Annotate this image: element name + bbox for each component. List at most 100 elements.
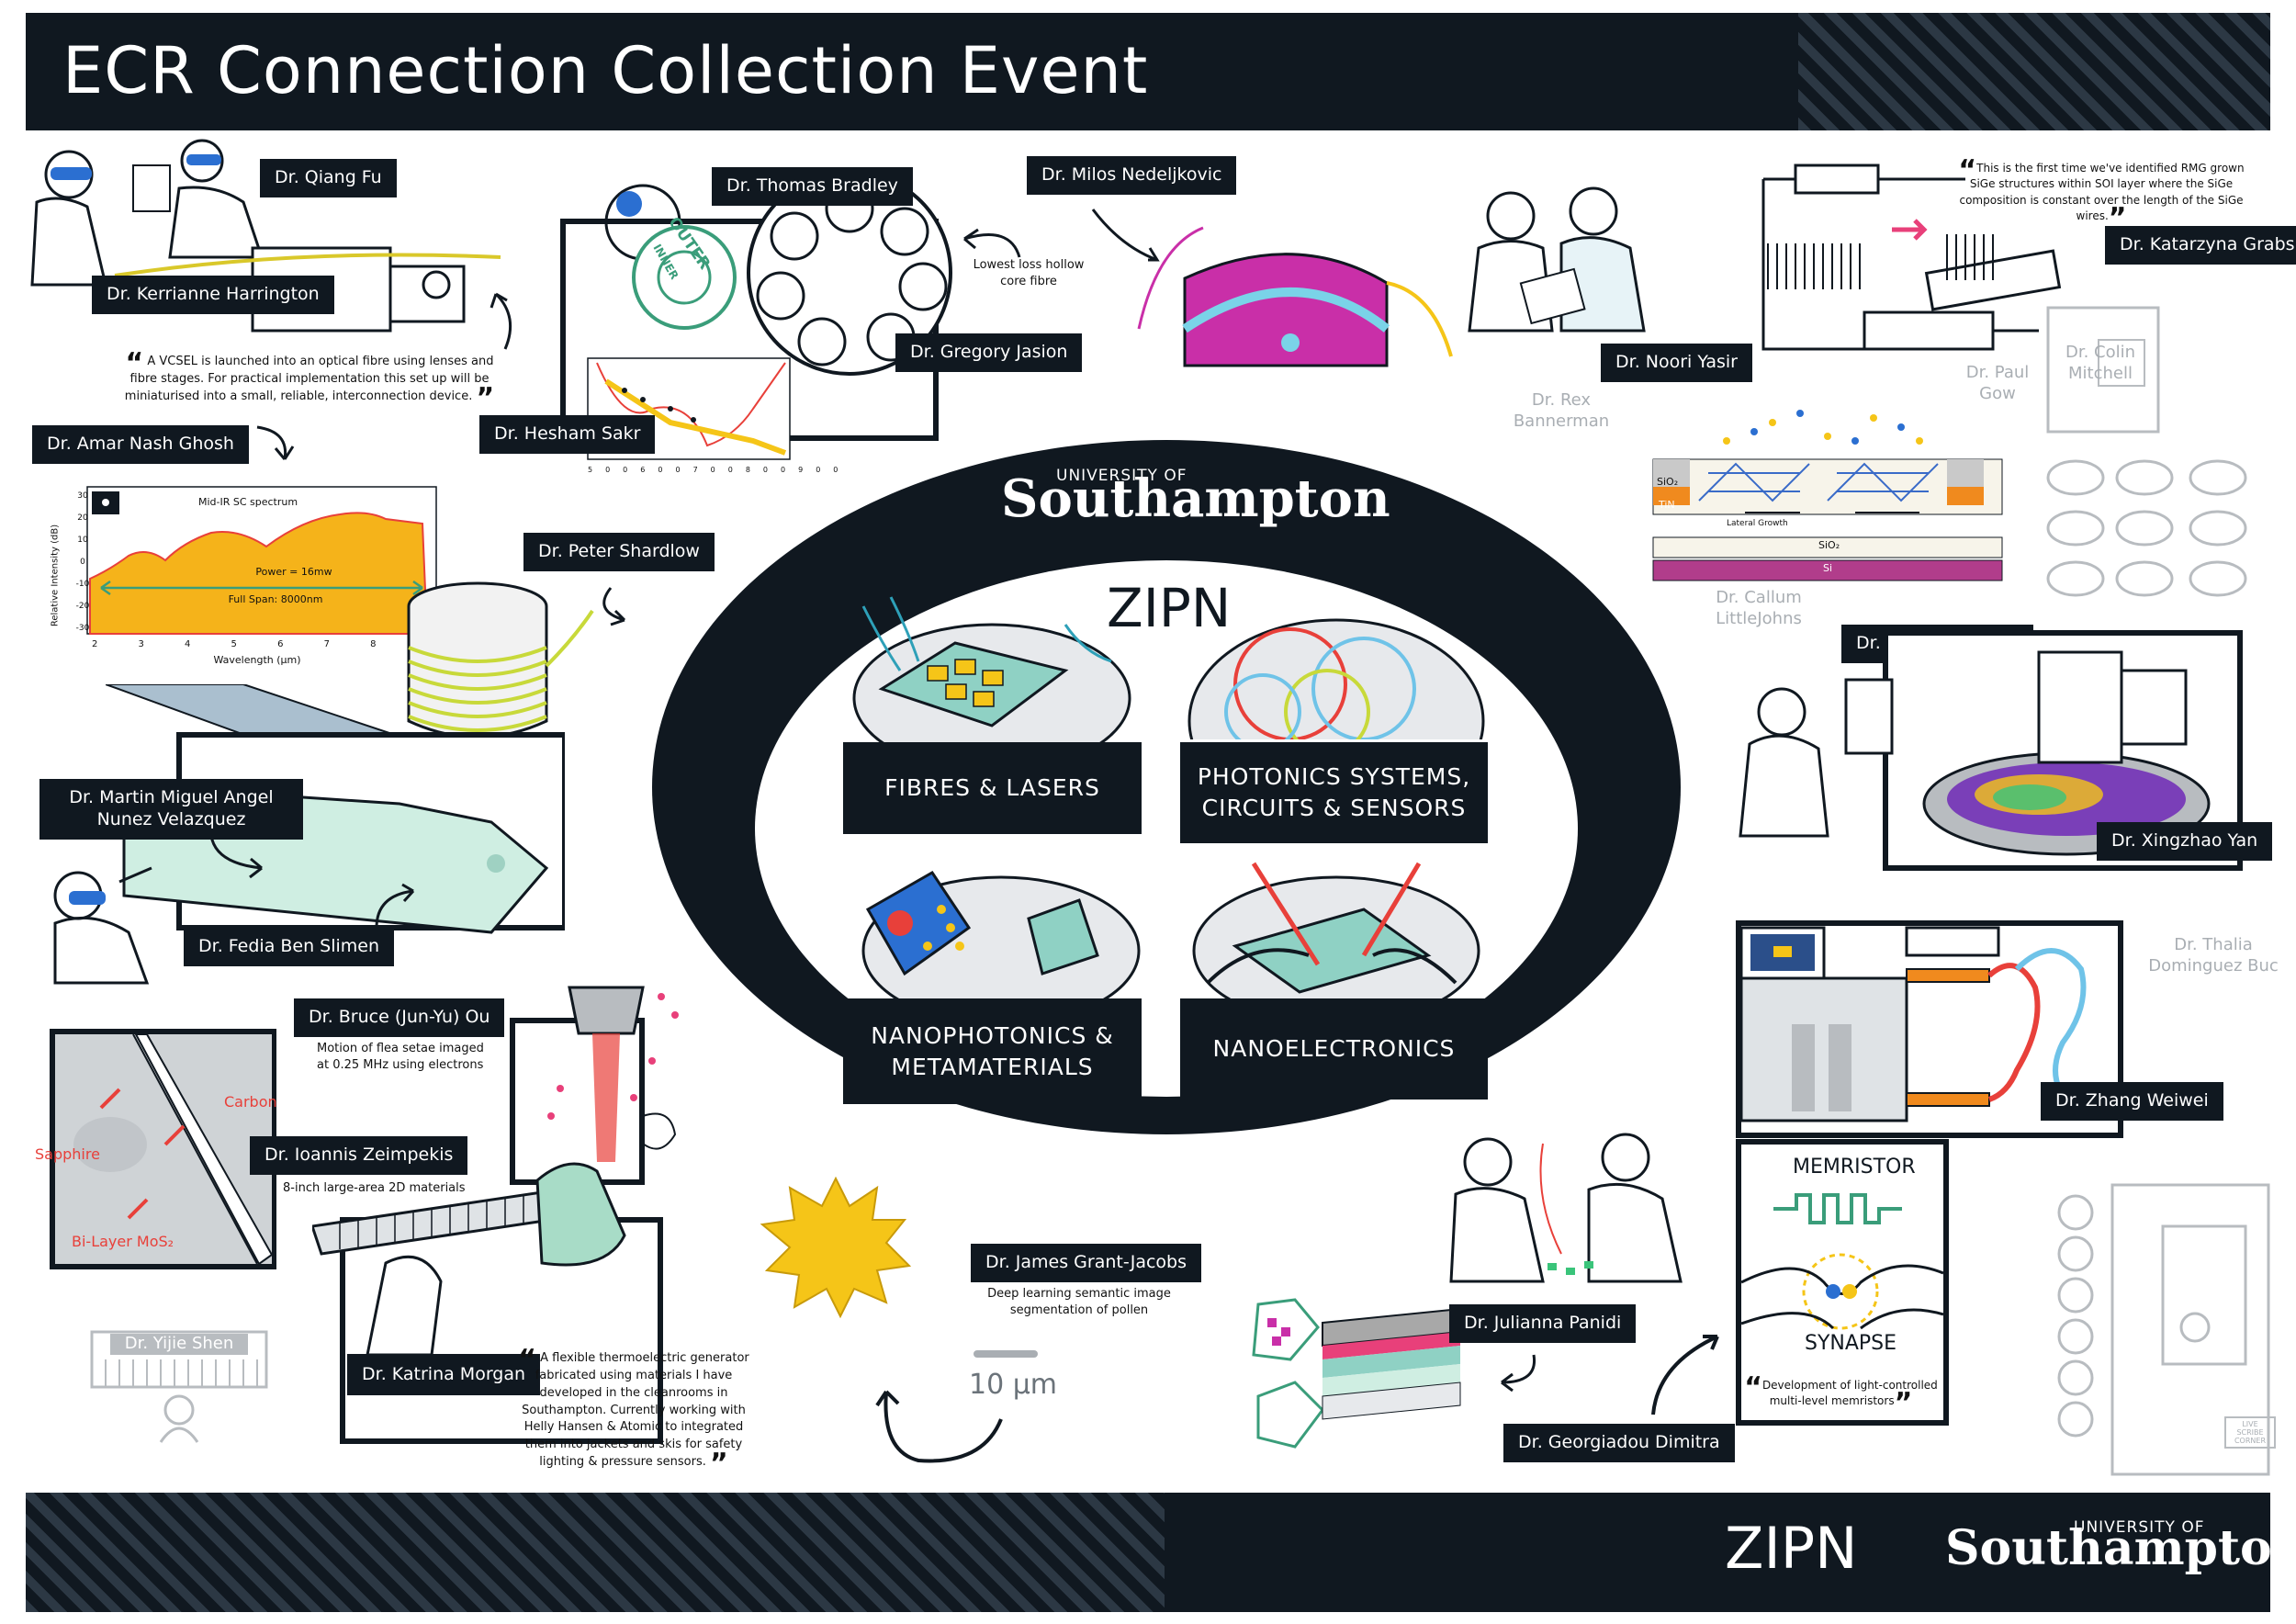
grey-thalia-dominguez: Dr. Thalia Dominguez Buc bbox=[2148, 935, 2279, 976]
arrow-up-right-icon bbox=[375, 883, 415, 929]
fibres-lasers-illustration bbox=[852, 596, 1131, 744]
label-peter-shardlow: Dr. Peter Shardlow bbox=[523, 533, 715, 571]
nanophotonics-illustration bbox=[861, 871, 1141, 1006]
label-martin-nunez-velazquez: Dr. Martin Miguel Angel Nunez Velazquez bbox=[39, 779, 303, 840]
arrow-down-left-icon bbox=[1501, 1354, 1536, 1392]
footer-pattern bbox=[26, 1493, 1165, 1612]
loss-chart-xticks: 500600700800900 bbox=[588, 466, 851, 474]
label-thomas-bradley: Dr. Thomas Bradley bbox=[712, 167, 913, 206]
footer-southampton-logo: Southampton bbox=[1945, 1520, 2270, 1576]
memristor-quote-text: Development of light-controlled multi-le… bbox=[1761, 1379, 1938, 1408]
carbon-label: Carbon bbox=[224, 1093, 277, 1111]
memristor-quote: “Development of light-controlled multi-l… bbox=[1744, 1371, 1938, 1420]
sc-chart-title: Mid-IR SC spectrum bbox=[197, 496, 298, 508]
grey-colin-mitchell: Dr. Colin Mitchell bbox=[2065, 343, 2136, 383]
label-georgiadou-dimitra: Dr. Georgiadou Dimitra bbox=[1503, 1424, 1735, 1462]
theme-nanoelectronics: NANOELECTRONICS bbox=[1180, 998, 1488, 1100]
footer-zipn-logo: ZIPN bbox=[1725, 1515, 1858, 1582]
label-zhang-weiwei: Dr. Zhang Weiwei bbox=[2041, 1082, 2223, 1121]
synapse-label: SYNAPSE bbox=[1805, 1332, 1897, 1355]
grey-meeting-room bbox=[2046, 306, 2247, 597]
sc-chart-ylabel: Relative Intensity (dB) bbox=[50, 524, 61, 627]
zipn-center-label: ZIPN bbox=[1107, 577, 1232, 639]
label-amar-nash-ghosh: Dr. Amar Nash Ghosh bbox=[32, 425, 249, 464]
layered-device-illustration bbox=[1252, 1298, 1461, 1449]
sc-chart-xlabel: Wavelength (μm) bbox=[213, 654, 301, 666]
grey-yijie-shen: Dr. Yijie Shen bbox=[110, 1334, 248, 1355]
university-of-label: UNIVERSITY OF bbox=[1056, 467, 1187, 485]
label-ioannis-zeimpekis: Dr. Ioannis Zeimpekis bbox=[250, 1136, 468, 1175]
sc-chart-xticks: 23456789 bbox=[92, 639, 422, 649]
arrow-up-icon bbox=[490, 292, 512, 350]
sc-spectrum-chart bbox=[86, 486, 437, 635]
live-scribe-sign: LIVE SCRIBE CORNER bbox=[2224, 1416, 2276, 1449]
footer-university-of: UNIVERSITY OF bbox=[2074, 1518, 2205, 1537]
label-gregory-jasion: Dr. Gregory Jasion bbox=[895, 333, 1083, 372]
memristor-frame bbox=[1736, 1139, 1949, 1426]
label-milos-nedeljkovic: Dr. Milos Nedeljkovic bbox=[1027, 156, 1237, 195]
theme-photonics-systems: PHOTONICS SYSTEMS, CIRCUITS & SENSORS bbox=[1180, 742, 1488, 843]
hollow-core-fibre-illustration bbox=[604, 170, 952, 376]
grey-scribe-room bbox=[2057, 1183, 2270, 1476]
sige-quote-text: This is the first time we've identified … bbox=[1959, 162, 2245, 223]
milos-sem-illustration bbox=[1091, 209, 1453, 367]
nanoelectronics-illustration bbox=[1192, 862, 1480, 1006]
si-label: Si bbox=[1823, 562, 1833, 574]
lateral-growth-label: Lateral Growth bbox=[1727, 519, 1788, 528]
pollen-illustration bbox=[760, 1176, 912, 1319]
memristor-illustration bbox=[1741, 1193, 1943, 1330]
grey-callum-littlejohns: Dr. Callum LittleJohns bbox=[1716, 588, 1802, 628]
sio2-top-label: SiO₂ bbox=[1657, 476, 1679, 488]
flea-note: Motion of flea setae imaged at 0.25 MHz … bbox=[317, 1042, 484, 1072]
noori-researchers-illustration bbox=[1468, 186, 1646, 333]
hollow-core-note: Lowest loss hollow core fibre bbox=[973, 258, 1085, 288]
thermoelectric-illustration bbox=[312, 1162, 626, 1357]
sige-quote: “This is the first time we've identified… bbox=[1958, 154, 2245, 235]
theme-fibres-lasers: FIBRES & LASERS bbox=[843, 742, 1142, 834]
photonic-circuit-illustration bbox=[1741, 926, 2087, 1122]
banner-pattern bbox=[1798, 13, 2270, 130]
tin-label: TiN bbox=[1659, 499, 1675, 511]
sapphire-label: Sapphire bbox=[35, 1145, 100, 1163]
photonics-illustration bbox=[1187, 618, 1485, 739]
2d-materials-note: 8-inch large-area 2D materials bbox=[283, 1181, 466, 1195]
scale-bar bbox=[974, 1350, 1038, 1358]
southampton-logo: Southampton bbox=[1001, 468, 1390, 529]
arrow-curve-icon bbox=[875, 1390, 1003, 1463]
label-james-grant-jacobs: Dr. James Grant-Jacobs bbox=[971, 1244, 1202, 1282]
central-ring bbox=[652, 440, 1681, 1134]
page-title: ECR Connection Collection Event bbox=[62, 33, 1149, 108]
label-xingzhao-yan: Dr. Xingzhao Yan bbox=[2097, 822, 2273, 861]
label-fedia-ben-slimen: Dr. Fedia Ben Slimen bbox=[184, 928, 395, 966]
sc-chart-span: Full Span: 8000nm bbox=[228, 593, 323, 605]
vcsel-quote-text: A VCSEL is launched into an optical fibr… bbox=[124, 355, 494, 403]
label-noori-yasir: Dr. Noori Yasir bbox=[1601, 344, 1752, 382]
mos2-micrograph bbox=[55, 1034, 272, 1264]
sc-chart-power: Power = 16mw bbox=[255, 566, 332, 578]
fedia-researcher-illustration bbox=[53, 866, 152, 985]
arrow-up-curve-icon bbox=[1651, 1335, 1719, 1415]
grey-rex-bannerman: Dr. Rex Bannerman bbox=[1513, 390, 1610, 431]
grey-paul-gow: Dr. Paul Gow bbox=[1965, 363, 2030, 403]
label-katrina-morgan: Dr. Katrina Morgan bbox=[347, 1354, 541, 1395]
label-julianna-panidi: Dr. Julianna Panidi bbox=[1449, 1304, 1637, 1343]
thermo-quote-text: A flexible thermoelectric generator fabr… bbox=[522, 1351, 749, 1470]
theme-nanophotonics: NANOPHOTONICS & METAMATERIALS bbox=[843, 998, 1142, 1104]
thermo-quote: “ A flexible thermoelectric generator fa… bbox=[518, 1344, 749, 1481]
bottom-banner: ZIPN UNIVERSITY OF Southampton bbox=[26, 1493, 2270, 1612]
scale-label: 10 μm bbox=[969, 1369, 1058, 1401]
label-bruce-ou: Dr. Bruce (Jun-Yu) Ou bbox=[294, 998, 505, 1037]
electron-beam-illustration bbox=[547, 986, 679, 1162]
label-hesham-sakr: Dr. Hesham Sakr bbox=[479, 415, 656, 454]
fibre-coil-illustration bbox=[407, 581, 626, 739]
memristor-label: MEMRISTOR bbox=[1793, 1156, 1916, 1179]
bilayer-mos2-label: Bi-Layer MoS₂ bbox=[72, 1233, 174, 1250]
grey-piano-illustration bbox=[90, 1330, 268, 1443]
arrow-down-icon bbox=[256, 425, 295, 460]
lateral-growth-figure bbox=[1652, 410, 2003, 581]
sige-schematic bbox=[1761, 164, 2062, 351]
sio2-label: SiO₂ bbox=[1818, 539, 1840, 551]
lab-researchers-illustration bbox=[1449, 1133, 1683, 1283]
arrow-right-icon bbox=[209, 835, 263, 879]
